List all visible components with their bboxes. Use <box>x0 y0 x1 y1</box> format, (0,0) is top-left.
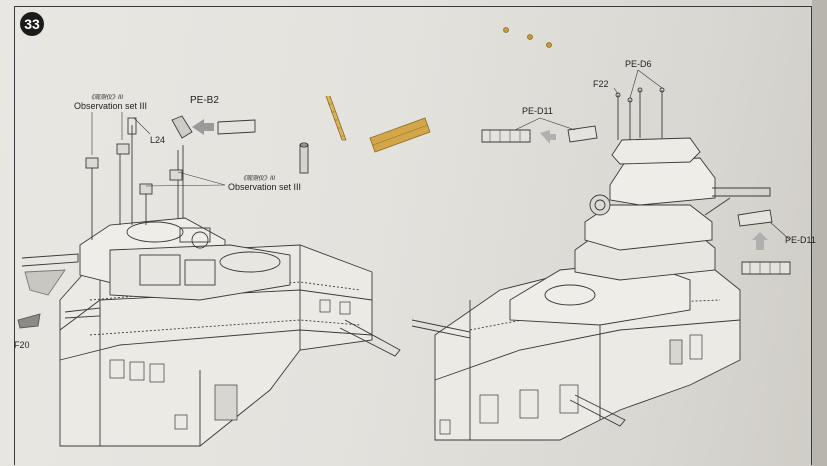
page-frame <box>14 6 812 465</box>
pe-d6-label: PE-D6 <box>625 59 652 69</box>
sheet-edge <box>812 0 827 466</box>
pe-d11-label-top: PE-D11 <box>522 106 553 116</box>
l24-label: L24 <box>150 135 166 145</box>
observation-set-cn-label-top: 《观测仪》III <box>88 95 124 101</box>
observation-set-cn-label-mid: 《观测仪》III <box>240 176 276 182</box>
right-superstructure-drawing <box>411 69 791 441</box>
f22-label: F22 <box>593 79 609 89</box>
pe-b2-label: PE-B2 <box>190 95 219 106</box>
pe-d11-label-right: PE-D11 <box>785 235 816 245</box>
observation-set-label-mid: Observation set III <box>228 182 302 192</box>
observation-set-label-top: Observation set III <box>74 101 148 111</box>
left-superstructure-drawing <box>17 112 401 447</box>
photo-etch-brass-parts <box>325 27 552 153</box>
f20-label: F20 <box>14 340 30 350</box>
step-number-badge: 33 <box>20 12 44 36</box>
